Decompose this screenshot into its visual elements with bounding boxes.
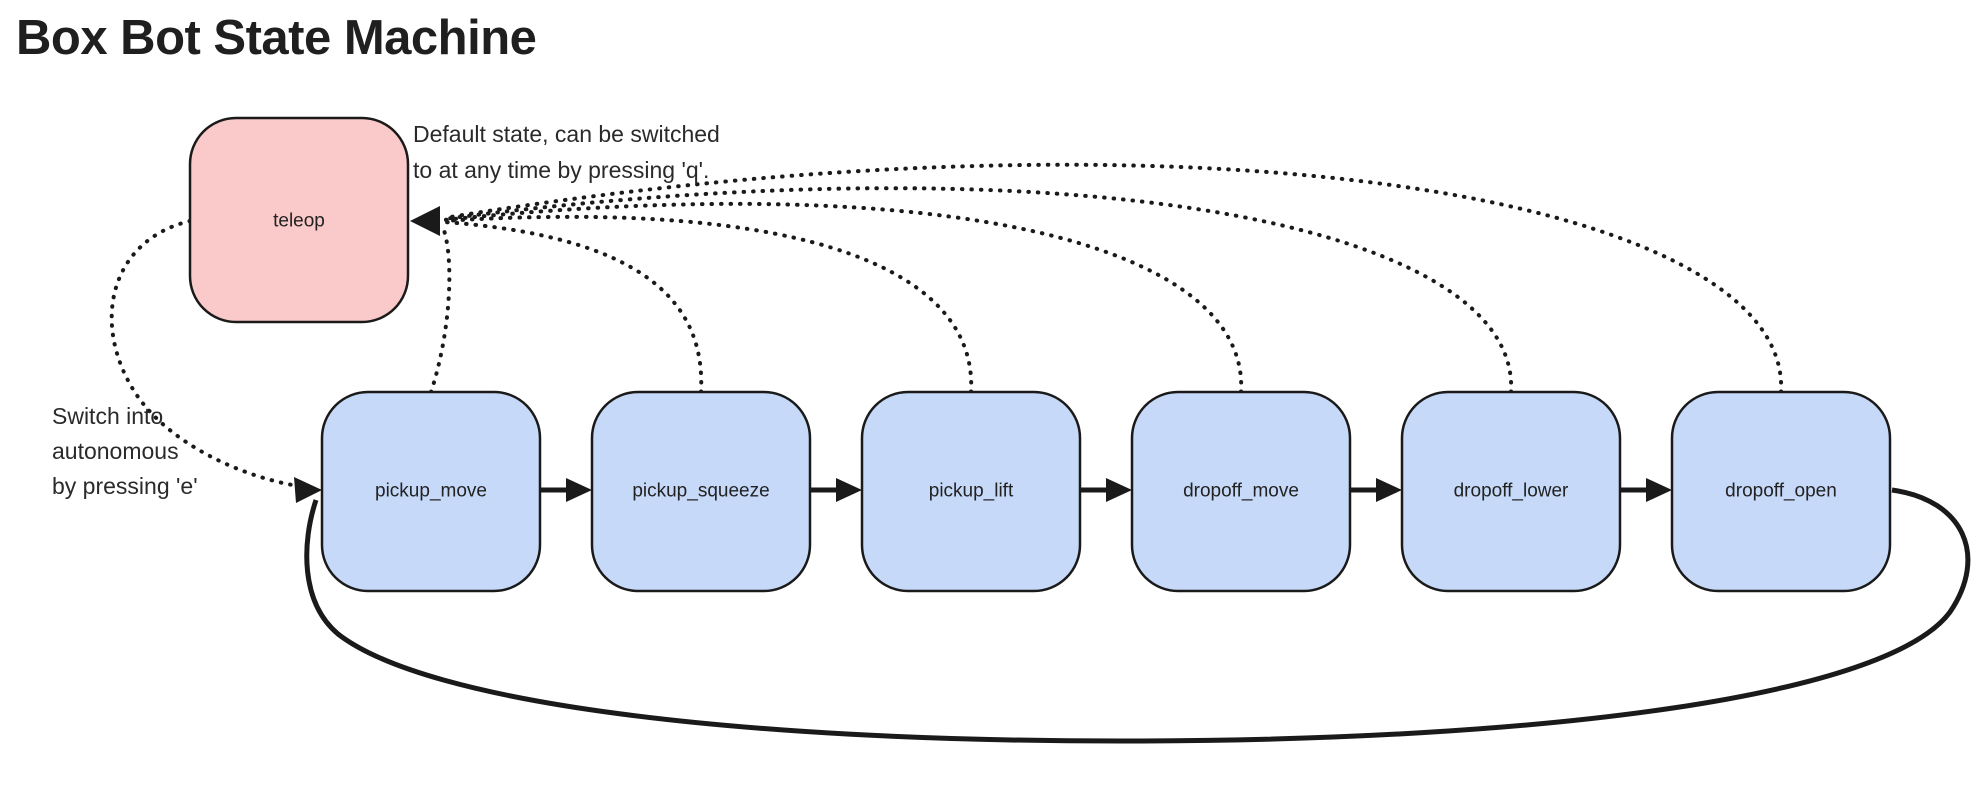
- page-title: Box Bot State Machine: [16, 11, 537, 65]
- state-teleop: [188, 116, 410, 324]
- arrowhead-icon: [1376, 478, 1402, 502]
- arrowhead-teleop-icon: [410, 206, 440, 236]
- default-state-note: Default state, can be switched to at any…: [413, 116, 720, 188]
- default-state-note-line1: Default state, can be switched: [413, 121, 720, 147]
- arrowhead-icon: [836, 478, 862, 502]
- switch-autonomous-note-line2: autonomous: [52, 438, 179, 464]
- edge-pickup-lift-to-teleop: [442, 214, 974, 394]
- edge-dropoff-move-to-teleop: [442, 201, 1244, 394]
- switch-autonomous-note-line1: Switch into: [52, 403, 164, 429]
- edge-pickup-move-to-teleop: [429, 223, 452, 394]
- edge-pickup-squeeze-to-teleop: [442, 220, 704, 394]
- state-pickup-lift: [860, 390, 1082, 593]
- state-teleop-label: teleop: [273, 211, 325, 232]
- arrowhead-icon: [566, 478, 592, 502]
- state-pickup-lift-label: pickup_lift: [929, 481, 1014, 502]
- edge-teleop-to-pickup-move: [109, 219, 300, 488]
- edge-loop-dropoff-open-to-pickup-move: [304, 487, 1971, 744]
- state-pickup-move-label: pickup_move: [375, 481, 487, 502]
- state-dropoff-move-label: dropoff_move: [1183, 481, 1299, 502]
- arrowhead-icon: [1106, 478, 1132, 502]
- state-dropoff-move: [1130, 390, 1352, 593]
- arrowhead-pickup-move-icon: [294, 477, 322, 503]
- arrowhead-icon: [1646, 478, 1672, 502]
- state-pickup-squeeze: [590, 390, 812, 593]
- edge-dropoff-lower-to-teleop: [442, 186, 1514, 394]
- edge-dropoff-open-to-teleop: [442, 162, 1784, 394]
- state-dropoff-lower: [1400, 390, 1622, 593]
- state-pickup-move: [320, 390, 542, 593]
- switch-autonomous-note: Switch into autonomous by pressing 'e': [52, 399, 198, 504]
- state-dropoff-lower-label: dropoff_lower: [1454, 481, 1569, 502]
- state-dropoff-open: [1670, 390, 1892, 593]
- state-pickup-squeeze-label: pickup_squeeze: [632, 481, 769, 502]
- state-dropoff-open-label: dropoff_open: [1725, 481, 1837, 502]
- switch-autonomous-note-line3: by pressing 'e': [52, 473, 198, 499]
- default-state-note-line2: to at any time by pressing 'q'.: [413, 157, 710, 183]
